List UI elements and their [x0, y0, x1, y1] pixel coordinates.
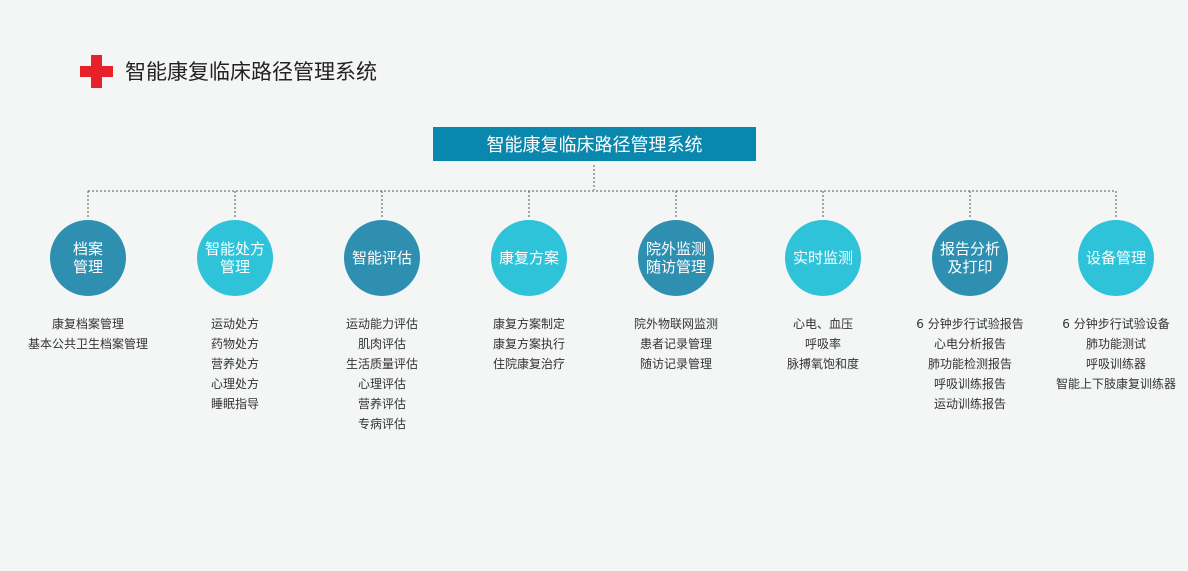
header: 智能康复临床路径管理系统	[80, 54, 377, 88]
module-items: 6 分钟步行试验报告心电分析报告肺功能检测报告呼吸训练报告运动训练报告	[895, 314, 1045, 414]
module-item: 运动处方	[210, 317, 259, 331]
module-item: 药物处方	[210, 337, 259, 351]
module-title: 管理	[72, 258, 103, 276]
module-item: 基本公共卫生档案管理	[27, 337, 148, 351]
module-title: 报告分析	[939, 240, 1000, 258]
module-circle: 实时监测	[785, 220, 861, 296]
module-items: 运动处方药物处方营养处方心理处方睡眠指导	[160, 314, 310, 414]
module-item: 睡眠指导	[210, 397, 259, 411]
red-cross-icon	[80, 54, 113, 88]
module-item: 心理处方	[210, 377, 259, 391]
module-circle: 智能评估	[344, 220, 420, 296]
module-item: 心电、血压	[792, 317, 853, 331]
module-item: 心理评估	[357, 377, 406, 391]
module-items: 康复档案管理基本公共卫生档案管理	[13, 314, 163, 354]
module-node: 智能评估运动能力评估肌肉评估生活质量评估心理评估营养评估专病评估	[307, 220, 457, 434]
module-item: 呼吸训练器	[1085, 357, 1146, 371]
module-title: 实时监测	[792, 249, 853, 267]
module-node: 报告分析及打印 6 分钟步行试验报告心电分析报告肺功能检测报告呼吸训练报告运动训练…	[895, 220, 1045, 414]
root-node: 智能康复临床路径管理系统	[433, 127, 756, 161]
module-item: 专病评估	[357, 417, 406, 431]
module-items: 心电、血压呼吸率脉搏氧饱和度	[748, 314, 898, 374]
module-circle: 康复方案	[491, 220, 567, 296]
module-item: 呼吸训练报告	[933, 377, 1006, 391]
module-title: 智能处方	[204, 240, 265, 258]
module-title: 智能评估	[351, 249, 412, 267]
module-item: 运动训练报告	[933, 397, 1006, 411]
module-item: 心电分析报告	[933, 337, 1006, 351]
module-circle: 报告分析及打印	[932, 220, 1008, 296]
module-item: 营养处方	[210, 357, 259, 371]
module-item: 智能上下肢康复训练器	[1055, 377, 1176, 391]
module-item: 患者记录管理	[639, 337, 712, 351]
module-node: 院外监测随访管理院外物联网监测患者记录管理随访记录管理	[601, 220, 751, 374]
module-items: 康复方案制定康复方案执行住院康复治疗	[454, 314, 604, 374]
module-item: 6 分钟步行试验设备	[1062, 317, 1170, 331]
module-item: 康复方案执行	[492, 337, 565, 351]
module-item: 营养评估	[357, 397, 406, 411]
module-item: 康复档案管理	[51, 317, 124, 331]
module-items: 6 分钟步行试验设备肺功能测试呼吸训练器智能上下肢康复训练器	[1041, 314, 1188, 394]
module-item: 生活质量评估	[345, 357, 418, 371]
module-circle: 院外监测随访管理	[638, 220, 714, 296]
module-circle: 设备管理	[1078, 220, 1154, 296]
module-items: 运动能力评估肌肉评估生活质量评估心理评估营养评估专病评估	[307, 314, 457, 434]
module-item: 住院康复治疗	[492, 357, 565, 371]
module-title: 及打印	[947, 258, 993, 276]
module-title: 院外监测	[645, 240, 706, 258]
module-node: 智能处方管理运动处方药物处方营养处方心理处方睡眠指导	[160, 220, 310, 414]
module-title: 档案	[72, 240, 103, 258]
module-title: 随访管理	[645, 258, 706, 276]
module-item: 院外物联网监测	[633, 317, 718, 331]
module-item: 肌肉评估	[357, 337, 406, 351]
module-item: 运动能力评估	[345, 317, 418, 331]
module-item: 肺功能检测报告	[927, 357, 1012, 371]
module-node: 实时监测心电、血压呼吸率脉搏氧饱和度	[748, 220, 898, 374]
page-title: 智能康复临床路径管理系统	[125, 60, 377, 84]
module-item: 呼吸率	[804, 337, 841, 351]
module-circle: 智能处方管理	[197, 220, 273, 296]
module-item: 肺功能测试	[1085, 337, 1146, 351]
module-item: 随访记录管理	[639, 357, 712, 371]
module-circle: 档案管理	[50, 220, 126, 296]
module-items: 院外物联网监测患者记录管理随访记录管理	[601, 314, 751, 374]
module-node: 设备管理 6 分钟步行试验设备肺功能测试呼吸训练器智能上下肢康复训练器	[1041, 220, 1188, 394]
module-title: 设备管理	[1085, 249, 1146, 267]
module-item: 康复方案制定	[492, 317, 565, 331]
module-node: 康复方案康复方案制定康复方案执行住院康复治疗	[454, 220, 604, 374]
module-item: 6 分钟步行试验报告	[916, 317, 1024, 331]
module-node: 档案管理康复档案管理基本公共卫生档案管理	[13, 220, 163, 354]
module-item: 脉搏氧饱和度	[786, 357, 859, 371]
module-title: 康复方案	[498, 249, 559, 267]
module-title: 管理	[219, 258, 250, 276]
